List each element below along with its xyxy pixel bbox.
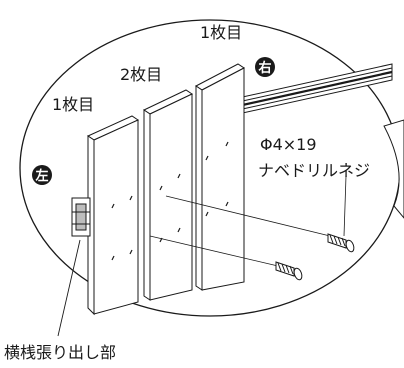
side-marker-right: 右 [255, 57, 275, 77]
plank-label-right: 1枚目 [200, 23, 242, 42]
plank-middle [142, 89, 194, 301]
screw-leader-line [343, 175, 347, 237]
plank-label-middle: 2枚目 [120, 65, 162, 84]
plank-right [195, 63, 245, 291]
screw-name-label: ナベドリルネジ [258, 161, 370, 180]
horizontal-rail [237, 63, 393, 115]
screw-guide-lines [149, 195, 331, 267]
svg-text:左: 左 [35, 168, 48, 184]
svg-text:右: 右 [257, 60, 271, 76]
screw-size-label: Φ4×19 [260, 135, 317, 154]
rail-bracket [71, 197, 91, 237]
screw-upper [327, 233, 355, 253]
screw-callout-bubble [383, 119, 404, 219]
screw-lower [275, 261, 303, 281]
plank-left [86, 115, 140, 316]
rail-leader-line [57, 239, 81, 337]
plank-label-left: 1枚目 [52, 95, 94, 114]
rail-part-label: 横桟張り出し部 [4, 343, 116, 362]
side-marker-left: 左 [32, 165, 52, 185]
